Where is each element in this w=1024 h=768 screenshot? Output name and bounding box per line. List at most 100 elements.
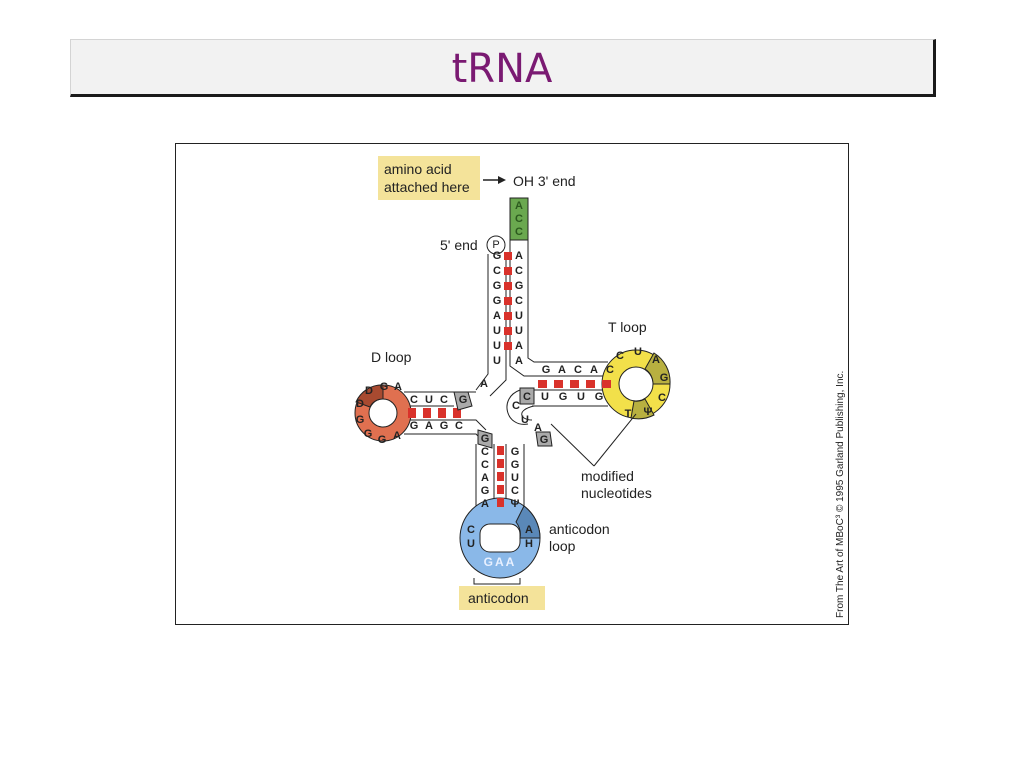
d-loop-label: D loop xyxy=(371,349,412,365)
variable-loop-inner xyxy=(521,405,535,421)
t-stem-bottom-base: C xyxy=(523,391,531,403)
anticodon-stem-right-base: G xyxy=(511,446,520,458)
acceptor-3-backbone-inner xyxy=(509,240,608,377)
acceptor-5-base: G xyxy=(493,250,502,262)
amino-acid-label-line2: attached here xyxy=(384,179,470,195)
modified-pointer-right xyxy=(593,413,637,467)
d-stem-bottom-inner xyxy=(404,419,487,431)
t-stem-bottom-base: G xyxy=(595,391,604,403)
d-loop-base: G xyxy=(356,414,365,426)
anticodon-loop-dark-segment xyxy=(515,505,541,539)
d-loop-base: G xyxy=(364,428,373,440)
d-pair xyxy=(423,408,431,418)
anticodon-loop-hole xyxy=(479,523,521,553)
acceptor-pair xyxy=(504,342,512,350)
acceptor-tail-base: A xyxy=(515,200,523,212)
oh-3-end-label: OH 3' end xyxy=(513,173,576,189)
t-loop-olive-top xyxy=(644,352,671,385)
d-loop-hole xyxy=(368,398,398,428)
d-stem-bottom-base: G xyxy=(410,420,419,432)
acceptor-pair xyxy=(504,267,512,275)
anticodon-stem-left-base: C xyxy=(481,446,489,458)
anticodon-loop-base: C xyxy=(467,524,475,536)
amino-acid-arrowhead xyxy=(498,176,506,184)
base-pairs xyxy=(408,252,611,507)
d-pair xyxy=(453,408,461,418)
acceptor-3-base: C xyxy=(515,265,523,277)
modified-nucleotides-line1: modified xyxy=(581,468,634,484)
anticodon-stem-right-base: U xyxy=(511,472,519,484)
acceptor-pair xyxy=(504,252,512,260)
variable-loop-base: U xyxy=(521,414,529,426)
d-loop-base: D xyxy=(356,398,364,410)
anticodon-pair xyxy=(497,459,504,468)
acceptor-3-base: A xyxy=(515,340,523,352)
t-stem-c-cell xyxy=(519,387,535,405)
t-stem-bottom-base: U xyxy=(577,391,585,403)
d-stem-bottom-outer xyxy=(404,433,487,445)
anticodon-g-cell xyxy=(477,429,493,449)
d-loop-base: A xyxy=(393,430,401,442)
t-loop-base: G xyxy=(660,372,669,384)
acceptor-3-base: C xyxy=(515,295,523,307)
acceptor-5-base: A xyxy=(493,310,501,322)
trna-diagram: amino acid attached here OH 3' end 5' en… xyxy=(354,156,671,610)
t-pair xyxy=(586,380,595,388)
anticodon-pair xyxy=(497,446,504,455)
figure-credit: From The Art of MBoC³ © 1995 Garland Pub… xyxy=(835,370,846,618)
modified-pointer-left xyxy=(550,423,595,467)
t-loop-label: T loop xyxy=(608,319,647,335)
acceptor-5-base: G xyxy=(493,280,502,292)
t-stem-bottom-base: G xyxy=(559,391,568,403)
acceptor-5-base: C xyxy=(493,265,501,277)
anticodon-stem-left-base: C xyxy=(481,459,489,471)
t-loop-olive-bottom xyxy=(630,398,655,420)
d-loop-base: A xyxy=(394,381,402,393)
anticodon-stem-left-base: A xyxy=(481,498,489,510)
d-loop-dark-segment xyxy=(355,384,384,408)
d-loop-base: D xyxy=(365,385,373,397)
d-stem-bottom-base: C xyxy=(455,420,463,432)
acceptor-pair xyxy=(504,297,512,305)
t-loop-base: C xyxy=(616,350,624,362)
anticodon-stem-right-base: C xyxy=(511,485,519,497)
d-pair xyxy=(438,408,446,418)
acceptor-3-base: A xyxy=(515,355,523,367)
anticodon-loop-label-line1: anticodon xyxy=(549,521,610,537)
acceptor-pair xyxy=(504,312,512,320)
anticodon-loop-label-line2: loop xyxy=(549,538,576,554)
d-stem-top-base: C xyxy=(440,394,448,406)
variable-loop-base: A xyxy=(534,422,542,434)
five-end-label: 5' end xyxy=(440,237,478,253)
phosphate-label: P xyxy=(492,239,499,251)
junction-g-cell xyxy=(453,391,473,411)
acceptor-tail-base: C xyxy=(515,213,523,225)
t-stem-top-base: A xyxy=(590,364,598,376)
t-loop-base: A xyxy=(652,354,660,366)
acceptor-5-backbone-outer xyxy=(475,254,489,391)
acceptor-3-base: U xyxy=(515,325,523,337)
acceptor-3-base: U xyxy=(515,310,523,322)
anticodon-loop-base: A xyxy=(525,524,533,536)
anticodon-loop-base: H xyxy=(525,538,533,550)
t-stem-top-base: C xyxy=(606,364,614,376)
anticodon-stem-left-base: G xyxy=(481,485,490,497)
amino-acid-label-line1: amino acid xyxy=(384,161,452,177)
t-loop-base: C xyxy=(658,392,666,404)
variable-g-cell xyxy=(535,431,553,447)
d-stem-bottom-base: A xyxy=(425,420,433,432)
acceptor-tail-base: C xyxy=(515,226,523,238)
d-pair xyxy=(408,408,416,418)
t-stem-top-base: G xyxy=(542,364,551,376)
d-loop-base: G xyxy=(380,381,389,393)
d-stem-top-base: C xyxy=(410,394,418,406)
acceptor-5-backbone-inner xyxy=(489,254,507,397)
acceptor-3-base: G xyxy=(515,280,524,292)
title-bar: tRNA xyxy=(70,39,936,97)
acceptor-5-base: U xyxy=(493,355,501,367)
t-stem-top-base: C xyxy=(574,364,582,376)
junction-base: G xyxy=(459,394,468,406)
anticodon-label-box xyxy=(459,586,545,610)
d-loop-base: G xyxy=(378,434,387,446)
anticodon-stem-left-base: A xyxy=(481,472,489,484)
